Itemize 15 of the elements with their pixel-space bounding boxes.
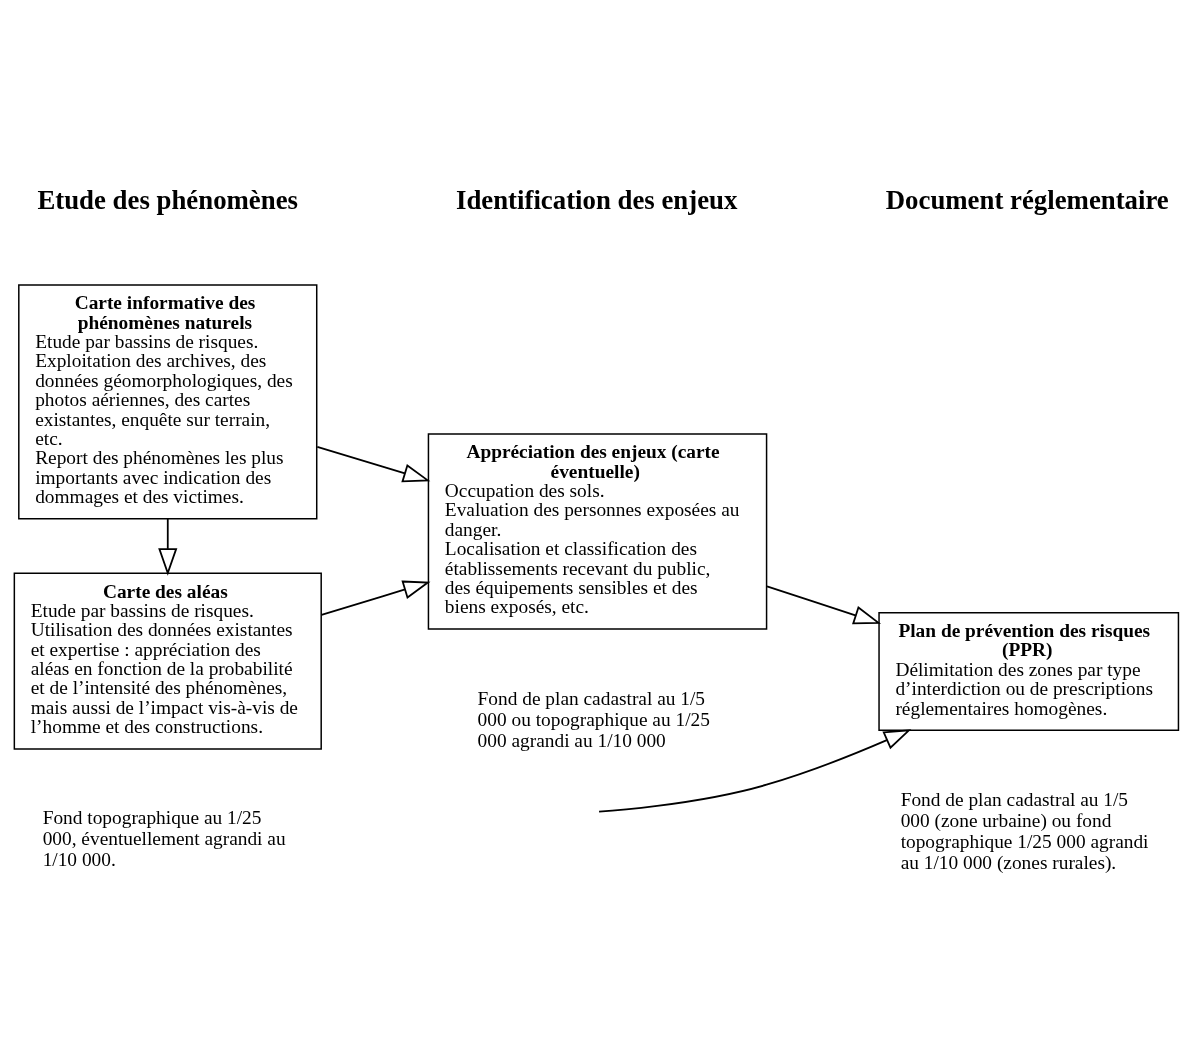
arrow bbox=[158, 517, 178, 576]
node-box: Appréciation des enjeux (carte éventuelle) Occupation des sols. Evaluation des personnes exposées au danger. Localisation et classification des établissements recevant du public, des équipements sensibles et des biens exposés, etc. bbox=[427, 432, 768, 630]
label: Identification des enjeux bbox=[456, 184, 738, 215]
node-label: Fond de plan cadastral au 1/5 000 ou topographique au 1/25 000 agrandi au 1/10 000 bbox=[477, 687, 710, 751]
arrow bbox=[766, 585, 882, 624]
label: Document réglementaire bbox=[885, 184, 1169, 215]
node-box: Plan de prévention des risques (PPR) Délimitation des zones par type d’interdiction ou de prescriptions réglementaires homogènes. bbox=[878, 611, 1180, 731]
arrow bbox=[598, 728, 912, 812]
label: Etude des phénomènes bbox=[37, 184, 299, 215]
node-box: Carte informative des phénomènes naturels Etude par bassins de risques. Exploitation des archives, des données géomorphologiques, des photos aériennes, des cartes existantes, enquête sur terrain, etc. Report des phénomènes les plus importants avec indication des dommages et des victimes. bbox=[18, 283, 318, 520]
node-box: Carte des aléas Etude par bassins de risques. Utilisation des données existantes et expertise : appréciation des aléas en fonction de la probabilité et de l’intensité des phénomènes, mais aussi de l’impact vis-à-vis de l’homme et des constructions. bbox=[13, 571, 322, 750]
node-label: Fond de plan cadastral au 1/5 000 (zone urbaine) ou fond topographique 1/25 000 agrandi au 1/10 000 (zones rurales). bbox=[900, 788, 1149, 873]
arrow bbox=[320, 580, 431, 616]
node-label: Fond topographique au 1/25 000, éventuellement agrandi au 1/10 000. bbox=[42, 806, 286, 870]
arrow bbox=[316, 445, 431, 482]
